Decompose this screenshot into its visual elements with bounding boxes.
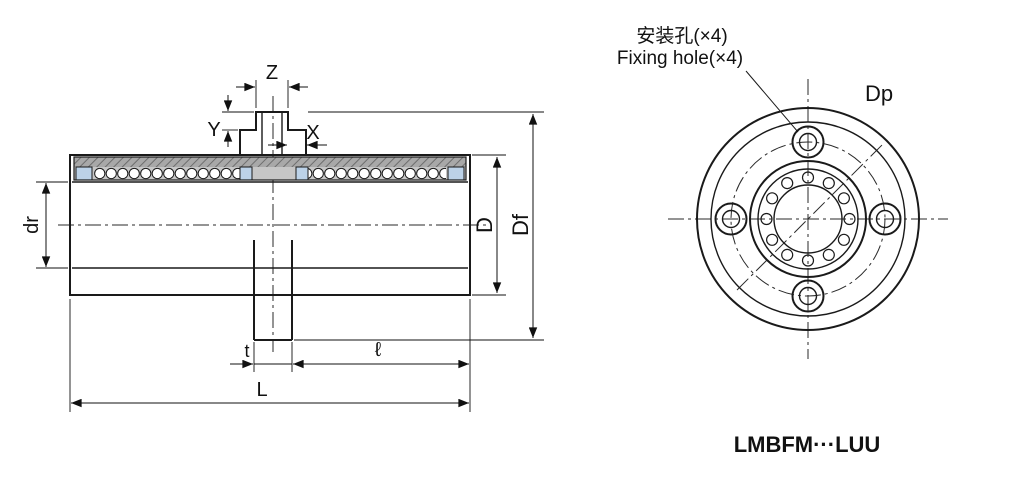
dim-label-z: Z (266, 62, 278, 84)
dim-label-dr: dr (21, 216, 43, 234)
fixing-hole-leader-line (745, 70, 799, 133)
end-view: 安装孔(×4) Fixing hole(×4) Dp (617, 25, 948, 359)
dim-label-l: L (256, 379, 267, 401)
dim-label-x: X (306, 122, 319, 144)
ball-row-left (94, 167, 240, 180)
dim-t: t (230, 341, 293, 372)
dim-label-df: Df (508, 213, 533, 236)
fixing-hole-right (868, 202, 902, 236)
dim-z: Z (236, 62, 308, 108)
dim-x: X (268, 122, 327, 150)
bore-circle (773, 184, 843, 254)
bushing-body-outline (69, 154, 471, 296)
fixing-hole-bottom (791, 279, 825, 313)
bearing-outer-ring (749, 160, 867, 278)
fixing-hole-label-en: Fixing hole(×4) (617, 48, 743, 69)
pitch-diagonal-centerline (736, 142, 885, 291)
dim-ell: ℓ (293, 339, 469, 369)
center-flange-pin (253, 240, 293, 341)
dim-df: Df (294, 111, 544, 341)
dim-l: L (69, 299, 471, 412)
part-number-title: LMBFM···LUU (734, 432, 881, 457)
dim-label-y: Y (207, 119, 220, 141)
seal-left (75, 166, 93, 181)
bearing-retainer-ring (757, 168, 859, 270)
ball-row-right (308, 167, 446, 180)
dim-dr: dr (21, 181, 68, 269)
retainer-outline (73, 156, 467, 181)
flange-inner-circle (710, 121, 906, 317)
flange-boss-outline (239, 111, 307, 155)
fixing-hole-left (714, 202, 748, 236)
dim-label-t: t (244, 341, 249, 361)
bearing-bore-detail (749, 160, 867, 278)
side-view: Z Y X dr D (21, 62, 544, 412)
fixing-hole-top (791, 125, 825, 159)
dim-label-ell: ℓ (375, 339, 382, 361)
retainer-hatch-strip (74, 157, 466, 167)
flange-outer-circle (696, 107, 920, 331)
fixing-hole-label-cn: 安装孔(×4) (636, 25, 727, 47)
seal-center-right (295, 166, 309, 181)
seal-center-left (239, 166, 253, 181)
dim-d: D (472, 154, 506, 296)
dim-y: Y (207, 95, 254, 147)
dim-label-dp: Dp (865, 81, 893, 106)
ball-ring (760, 171, 856, 267)
bolt-pitch-circle (730, 141, 886, 297)
seal-right (447, 166, 465, 181)
dim-label-d: D (472, 217, 497, 233)
ball-retainer-band (73, 156, 467, 181)
